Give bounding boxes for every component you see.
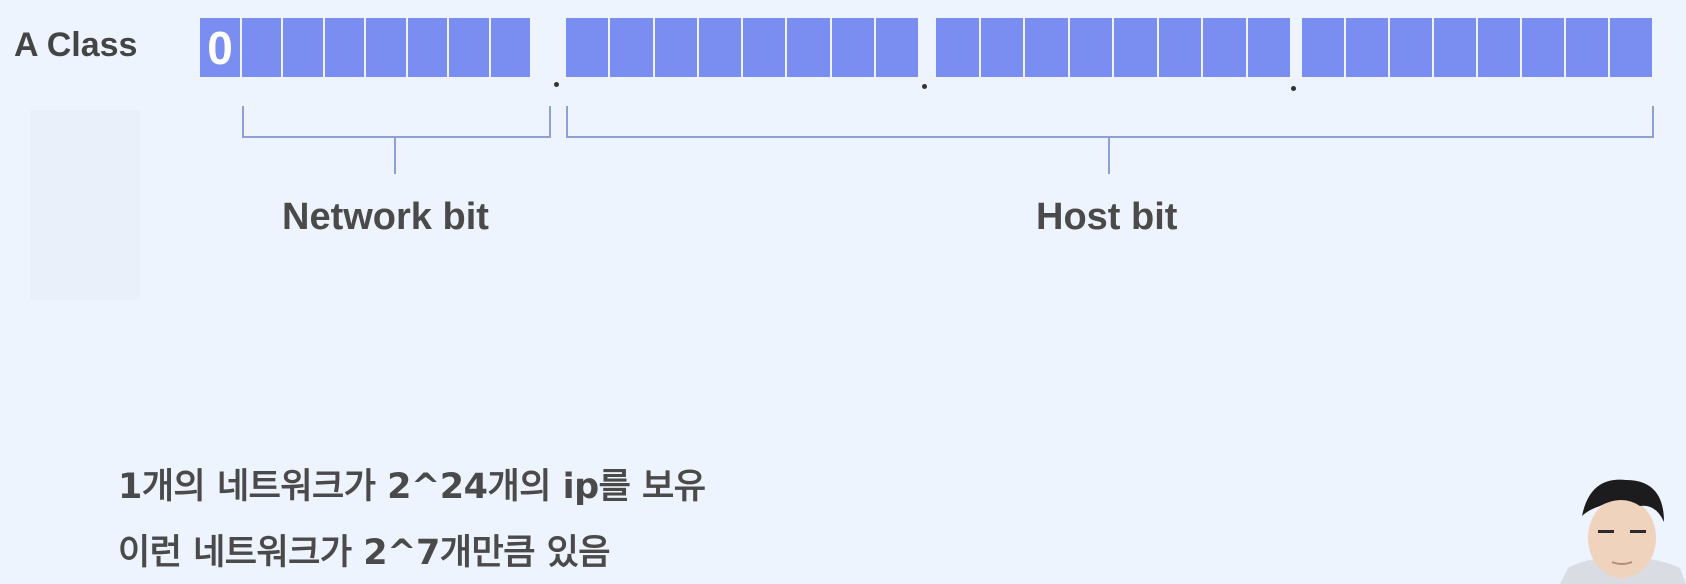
network-bit-bracket-stem <box>394 138 396 174</box>
octet-separator-dot <box>922 84 927 89</box>
note-line-2: 이런 네트워크가 2^7개만큼 있음 <box>118 533 611 573</box>
bit <box>1478 18 1520 77</box>
class-label: A Class <box>14 26 138 64</box>
bit <box>407 18 448 77</box>
octet-1: 0 <box>200 18 530 77</box>
bit <box>366 18 406 77</box>
bit <box>1390 18 1432 77</box>
bit <box>1302 18 1344 77</box>
first-bit-value: 0 <box>207 21 233 74</box>
presenter-webcam-icon <box>1560 476 1686 584</box>
host-bit-bracket <box>566 106 1654 138</box>
bit <box>610 18 653 77</box>
bit-first: 0 <box>200 18 240 77</box>
octet-3 <box>936 18 1290 77</box>
bit <box>936 18 979 77</box>
bit <box>324 18 365 77</box>
bit <box>1247 18 1290 77</box>
octet-separator-dot <box>554 82 559 87</box>
bit <box>980 18 1023 77</box>
bit <box>449 18 489 77</box>
background-panel <box>30 110 140 300</box>
bit <box>698 18 741 77</box>
bit <box>1203 18 1246 77</box>
bit <box>1114 18 1157 77</box>
bit <box>1434 18 1476 77</box>
bit <box>1346 18 1388 77</box>
bit <box>743 18 786 77</box>
bit <box>831 18 874 77</box>
bit <box>490 18 530 77</box>
bit <box>283 18 323 77</box>
octet-separator-dot <box>1291 86 1296 91</box>
note-line-1: 1개의 네트워크가 2^24개의 ip를 보유 <box>118 467 706 507</box>
octet-2 <box>566 18 918 77</box>
bit <box>1522 18 1564 77</box>
bit <box>566 18 609 77</box>
bit <box>1158 18 1201 77</box>
bit <box>875 18 918 77</box>
bit <box>654 18 697 77</box>
network-bit-bracket <box>242 106 551 138</box>
bit <box>1025 18 1068 77</box>
octet-4 <box>1302 18 1652 77</box>
host-bit-bracket-stem <box>1108 138 1110 174</box>
bit <box>1566 18 1608 77</box>
bit <box>787 18 830 77</box>
host-bit-label: Host bit <box>1036 196 1178 238</box>
bit <box>1069 18 1112 77</box>
bit <box>242 18 282 77</box>
network-bit-label: Network bit <box>282 196 489 238</box>
bit <box>1610 18 1652 77</box>
